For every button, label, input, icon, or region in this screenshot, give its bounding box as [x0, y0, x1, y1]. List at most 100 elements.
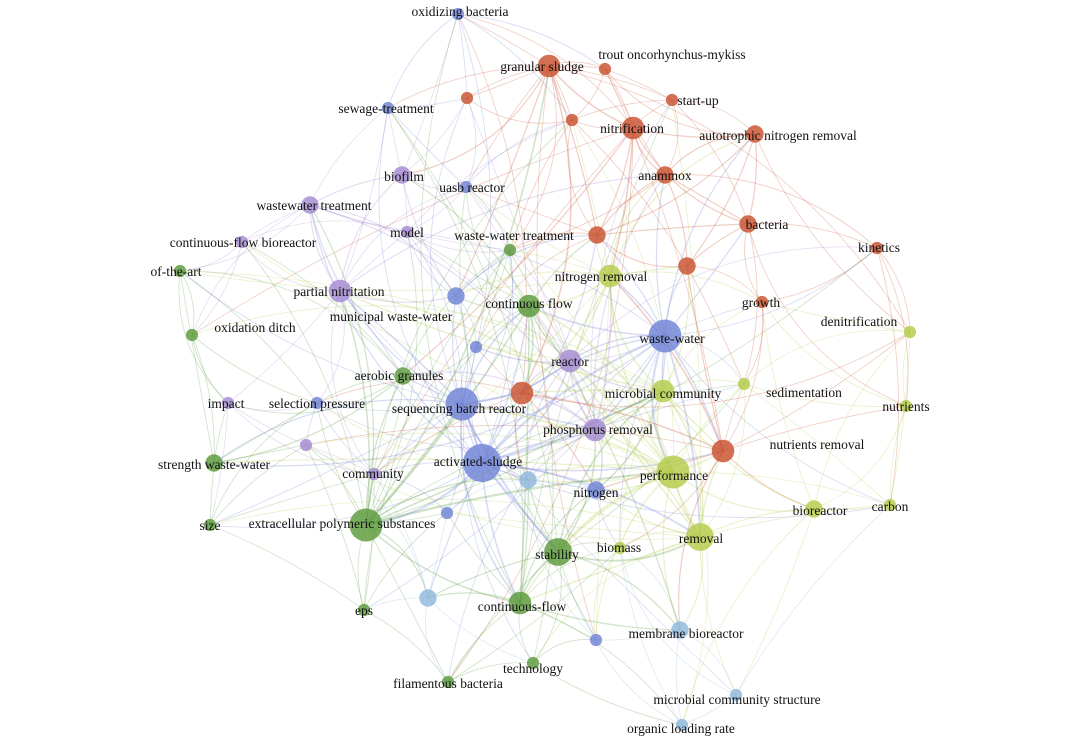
network-edge: [557, 429, 597, 553]
network-edge: [699, 536, 737, 696]
network-edge: [722, 301, 763, 452]
network-edge: [373, 473, 429, 599]
node-label-olr: organic loading rate: [627, 721, 735, 736]
network-edge: [619, 390, 664, 549]
network-node-autotrophic: [746, 125, 764, 143]
network-edge: [604, 68, 756, 135]
network-edge: [519, 536, 701, 604]
node-label-sedimentation: sedimentation: [766, 385, 842, 400]
network-edge: [876, 247, 909, 407]
network-edge: [179, 270, 318, 404]
network-edge: [387, 107, 467, 188]
network-edge: [401, 97, 468, 176]
network-edge: [686, 265, 724, 452]
network-edge: [509, 119, 573, 251]
network-node-reactor: [558, 349, 582, 373]
network-edge: [761, 247, 878, 303]
network-edge: [373, 375, 404, 475]
network-edge: [365, 119, 573, 526]
network-edge: [373, 275, 611, 475]
network-node: [469, 340, 483, 354]
node-label-municipal: municipal waste-water: [330, 309, 453, 324]
network-node-granular: [537, 54, 561, 78]
network-edge: [609, 174, 666, 277]
network-node-sewage: [381, 101, 395, 115]
network-edge: [209, 462, 483, 528]
network-edge: [373, 473, 448, 514]
node-label-biofilm: biofilm: [384, 169, 424, 184]
network-edge: [330, 290, 375, 475]
network-node-uasb: [459, 180, 473, 194]
network-edge: [446, 512, 701, 538]
network-edge: [664, 335, 701, 538]
node-label-kinetics: kinetics: [858, 240, 900, 255]
network-edge: [532, 536, 701, 664]
network-edge: [481, 334, 666, 464]
node-label-removal: removal: [679, 531, 723, 546]
network-edge: [466, 97, 573, 124]
network-node-eps_full: [349, 508, 383, 542]
network-edge: [402, 127, 634, 377]
network-node: [299, 438, 313, 452]
network-edge: [548, 65, 911, 333]
network-edge: [455, 65, 550, 297]
network-edge: [662, 390, 704, 538]
network-edge: [461, 249, 513, 405]
network-edge: [528, 305, 554, 664]
network-edge: [596, 127, 634, 236]
network-edge: [521, 392, 724, 452]
network-edge: [387, 107, 524, 604]
network-edge: [596, 174, 666, 236]
network-edge: [747, 223, 878, 249]
network-edge: [406, 231, 666, 337]
network-edge: [481, 462, 597, 641]
network-edge: [365, 383, 745, 526]
network-edge: [378, 107, 483, 464]
network-edge: [509, 65, 557, 251]
network-edge: [305, 424, 724, 452]
network-edge: [427, 512, 448, 599]
network-node-oxidizing: [451, 7, 465, 21]
network-node-anammox: [656, 166, 674, 184]
network-edge: [227, 402, 318, 411]
network-edge: [557, 383, 745, 553]
network-edge: [213, 375, 404, 464]
network-edge: [339, 290, 457, 303]
network-edge: [569, 360, 701, 538]
network-node: [440, 506, 454, 520]
network-edge: [664, 174, 749, 225]
network-node-wwtreat2: [588, 226, 606, 244]
network-node-oxditch: [185, 328, 199, 342]
network-edge: [209, 402, 318, 526]
network-edge: [365, 524, 449, 683]
network-edge: [590, 99, 673, 431]
network-edge: [401, 174, 530, 307]
network-edge: [227, 290, 341, 404]
network-edge: [455, 234, 598, 297]
network-edge: [481, 249, 514, 464]
network-node-size: [203, 518, 217, 532]
network-edge: [481, 234, 598, 464]
network-node-sedimentation: [737, 377, 751, 391]
network-edge: [532, 639, 597, 664]
network-edge: [609, 271, 763, 303]
network-edge: [595, 639, 683, 726]
network-node-cfbio: [235, 235, 249, 249]
network-edge: [213, 444, 307, 464]
network-edge: [465, 97, 477, 188]
network-node-partial: [328, 279, 352, 303]
node-label-oxditch: oxidation ditch: [214, 320, 296, 335]
node-label-partial: partial nitritation: [293, 284, 384, 299]
network-edge: [521, 275, 611, 394]
network-node-phosphorus: [583, 418, 607, 442]
network-edge: [557, 551, 597, 641]
network-node-biofilm: [393, 166, 411, 184]
network-node-filamentous: [441, 675, 455, 689]
network-edge: [465, 186, 598, 236]
network-edge: [735, 504, 891, 696]
node-label-startup: start-up: [677, 93, 718, 108]
network-edge: [241, 241, 404, 377]
node-label-oxidizing: oxidizing bacteria: [411, 4, 508, 19]
network-edge: [402, 371, 596, 431]
network-edge: [446, 512, 521, 604]
